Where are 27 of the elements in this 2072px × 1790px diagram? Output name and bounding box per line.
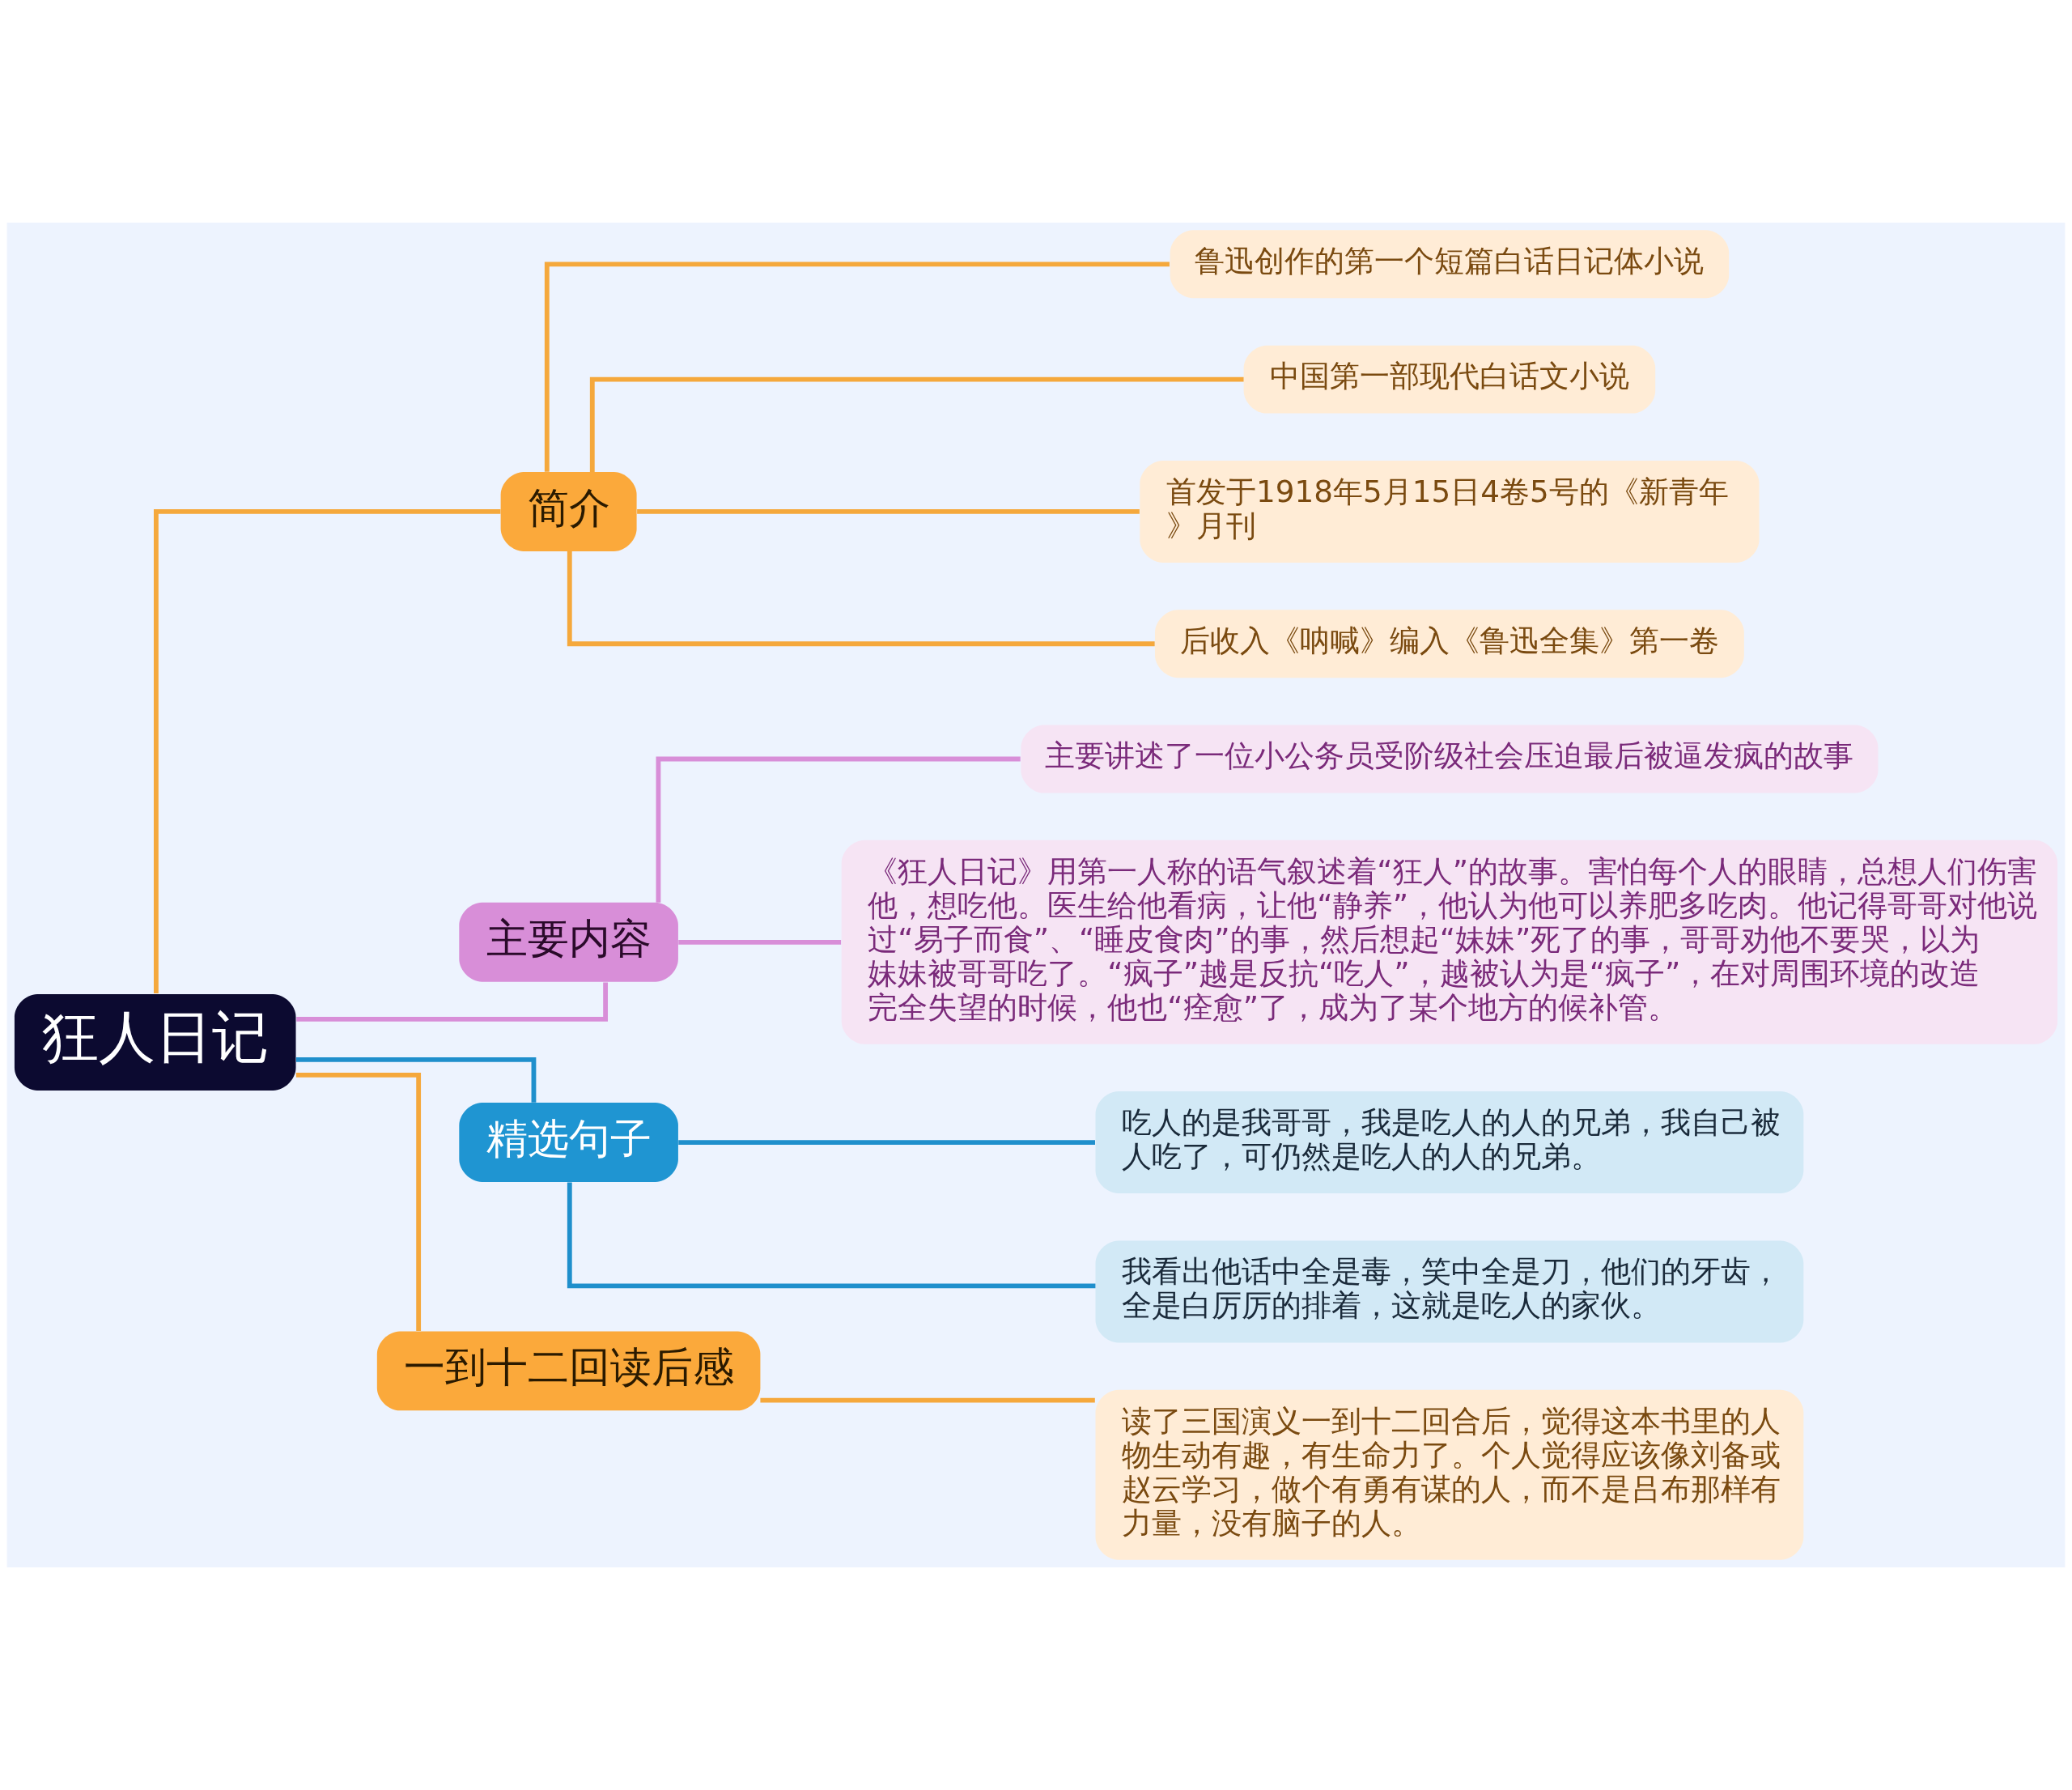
connector bbox=[678, 939, 842, 945]
connector bbox=[295, 1072, 422, 1332]
node-box: 主要讲述了一位小公务员受阶级社会压迫最后被逼发疯的故事 bbox=[1021, 725, 1879, 793]
node-box: 读了三国演义一到十二回合后，觉得这本书里的人物生动有趣，有生命力了。个人觉得应该像刘备或赵云学习，做个有勇有谋的人，而不是吕布那样有力量，没有脑子的人。 bbox=[1095, 1389, 1804, 1560]
node-box: 简介 bbox=[500, 471, 637, 551]
node-box: 我看出他话中全是毒，笑中全是刀，他们的牙齿，全是白厉厉的排着，这就是吃人的家伙。 bbox=[1095, 1240, 1804, 1343]
connector bbox=[589, 376, 1244, 472]
node-box: 吃人的是我哥哥，我是吃人的人的兄弟，我自己被人吃了，可仍然是吃人的人的兄弟。 bbox=[1095, 1091, 1804, 1194]
connector bbox=[567, 551, 1155, 647]
node-box: 狂人日记 bbox=[14, 994, 296, 1091]
node-box: 一到十二回读后感 bbox=[376, 1331, 761, 1411]
node-box: 《狂人日记》用第一人称的语气叙述着“狂人”的故事。害怕每个人的眼睛，总想人们伤害他，想吃他。医生给他看病，让他“静养”，他认为他可以养肥多吃肉。他记得哥哥对他说过“易子而食”、“睡皮食肉”的事，然后想起“妹妹”死了的事，哥哥劝他不要哭，以为妹妹被哥哥吃了。“疯子”越是反抗“吃人”，越被认为是“疯子”，在对周围环境的改造完全失望的时候，他也“痊愈”了，成为了某个地方的候补管。 bbox=[841, 840, 2058, 1044]
connector bbox=[656, 756, 1021, 903]
connector bbox=[760, 1397, 1095, 1403]
node-box: 中国第一部现代白话文小说 bbox=[1243, 345, 1656, 414]
node-box: 鲁迅创作的第一个短篇白话日记体小说 bbox=[1170, 230, 1730, 299]
connector bbox=[637, 509, 1140, 514]
connector bbox=[678, 1140, 1095, 1146]
node-box: 后收入《呐喊》编入《鲁迅全集》第一卷 bbox=[1154, 610, 1744, 678]
connector bbox=[544, 261, 1170, 472]
connector bbox=[295, 1057, 537, 1103]
connector bbox=[296, 982, 609, 1022]
connector bbox=[153, 509, 501, 993]
node-box: 主要内容 bbox=[459, 902, 678, 982]
node-box: 精选句子 bbox=[459, 1103, 678, 1183]
node-box: 首发于1918年5月15日4卷5号的《新青年》月刊 bbox=[1140, 460, 1760, 563]
connector bbox=[567, 1182, 1096, 1289]
